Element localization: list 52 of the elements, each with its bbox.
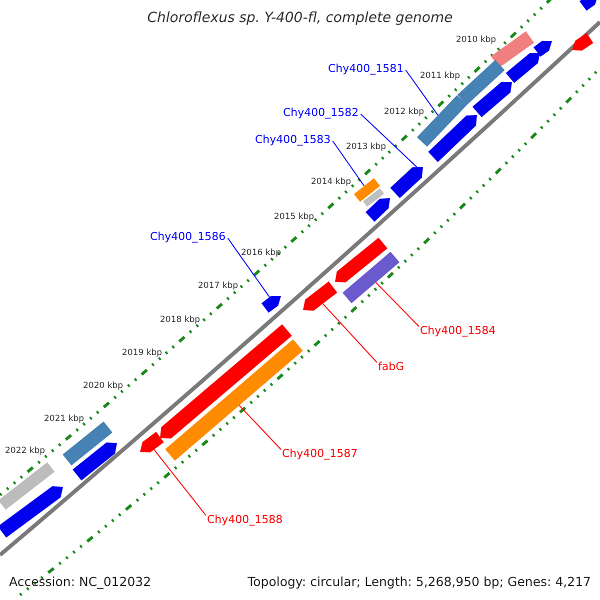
- scale-label: 2020 kbp: [83, 382, 124, 390]
- gene-label: Chy400_1582: [283, 106, 359, 118]
- scale-label: 2021 kbp: [44, 414, 84, 424]
- gene-feature: [534, 40, 552, 57]
- leader-line: [238, 404, 282, 450]
- scale-label: 2015 kbp: [274, 212, 314, 222]
- leader-line: [322, 303, 378, 363]
- gene-feature: [303, 281, 338, 311]
- scale-label: 2019 kbp: [122, 348, 162, 358]
- leader-line: [405, 70, 438, 116]
- gene-label: Chy400_1581: [328, 62, 404, 74]
- leader-line: [332, 140, 365, 186]
- gene-feature: [261, 296, 281, 313]
- scale-label: 2011 kbp: [420, 72, 460, 80]
- scale-label: 2010 kbp: [456, 36, 496, 44]
- gene-feature: [335, 238, 388, 282]
- diagram-title: Chloroflexus sp. Y-400-fl, complete genome: [146, 11, 454, 25]
- gene-label: Chy400_1587: [282, 448, 358, 458]
- gene-block: [62, 422, 112, 466]
- gene-feature: [140, 432, 164, 452]
- gene-feature: [506, 53, 540, 83]
- scale-label: 2012 kbp: [384, 108, 424, 116]
- scale-label: 2016 kbp: [241, 248, 282, 258]
- gene-feature: [472, 82, 512, 118]
- scale-label: 2014 kbp: [311, 178, 352, 186]
- gene-block: [342, 252, 400, 304]
- gene-label: Chy400_1586: [150, 230, 226, 242]
- gene-label: fabG: [378, 360, 404, 372]
- gene-label: Chy400_1588: [207, 514, 283, 524]
- scale-label: 2013 kbp: [346, 142, 386, 152]
- gene-feature: [160, 324, 292, 438]
- gene-feature: [0, 486, 63, 538]
- gene-block: [354, 178, 380, 202]
- scale-label: 2017 kbp: [198, 282, 238, 290]
- gene-feature: [428, 115, 477, 162]
- gene-label: Chy400_1584: [420, 324, 496, 336]
- accession-text: Accession: NC_012032: [9, 576, 152, 588]
- leader-line: [227, 238, 270, 298]
- gene-feature: [572, 33, 594, 51]
- gene-block: [362, 188, 384, 207]
- genome-info-text: Topology: circular; Length: 5,268,950 bp; Genes: 4,217: [248, 576, 591, 588]
- leader-line: [360, 114, 418, 168]
- gene-feature: [390, 167, 423, 198]
- gene-block: [0, 462, 55, 510]
- scale-label: 2022 kbp: [5, 446, 46, 456]
- leader-line: [375, 282, 420, 327]
- leader-line: [154, 449, 206, 516]
- gene-feature: [366, 198, 390, 222]
- scale-label: 2018 kbp: [160, 316, 200, 324]
- gene-label: Chy400_1583: [255, 134, 331, 144]
- gene-feature: [580, 0, 598, 11]
- gene-feature: [72, 442, 117, 480]
